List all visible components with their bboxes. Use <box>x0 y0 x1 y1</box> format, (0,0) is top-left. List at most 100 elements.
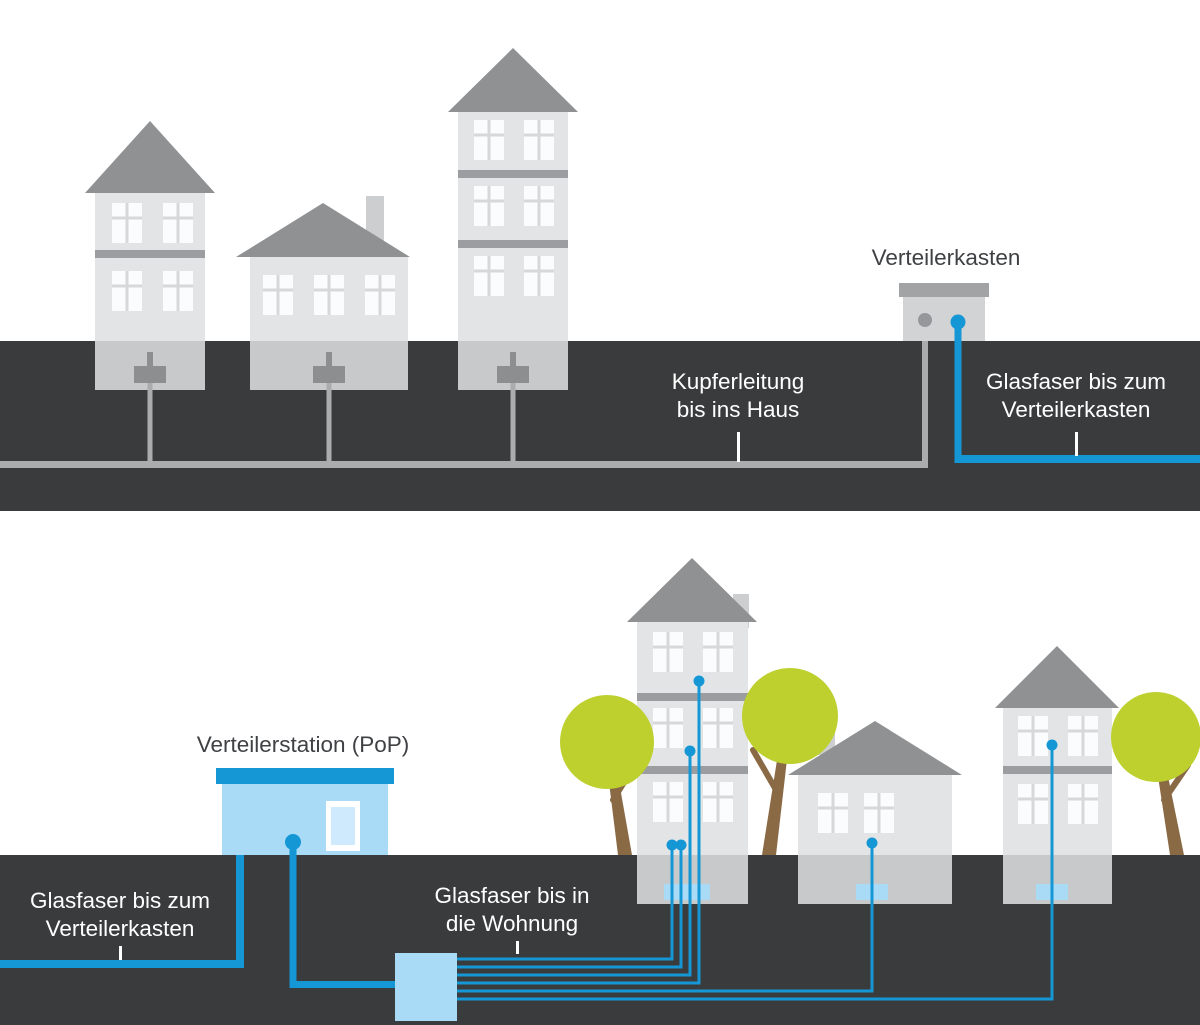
top-panel: Verteilerkasten Kupferleitung bis ins Ha… <box>0 48 1200 511</box>
fiber-node-dot <box>950 314 966 330</box>
copper-connector-middle <box>313 352 345 468</box>
connector-stem <box>510 352 516 368</box>
fiber-home-lines <box>457 675 1058 1001</box>
fiber-label-line1: Glasfaser bis zum <box>986 369 1166 394</box>
window <box>163 271 193 311</box>
fiber-label-tick <box>1075 432 1078 456</box>
copper-drop <box>147 383 153 468</box>
roof <box>85 121 215 193</box>
window <box>653 632 683 672</box>
window <box>474 120 504 160</box>
window <box>112 203 142 243</box>
window <box>524 120 554 160</box>
fiber-line-middle-house <box>457 843 874 993</box>
pop-label: Verteilerstation (PoP) <box>197 732 410 757</box>
copper-label-line1: Kupferleitung <box>672 369 805 394</box>
window <box>703 632 733 672</box>
roof <box>448 48 578 112</box>
house-bottom-tall <box>627 558 757 855</box>
copper-connector-left <box>134 352 166 468</box>
window <box>703 708 733 748</box>
floor-divider <box>1003 766 1112 774</box>
fiber-pop-drop <box>289 842 297 988</box>
fiber-line-flat4 <box>457 681 701 985</box>
tree-crown <box>742 668 838 764</box>
window <box>653 708 683 748</box>
window <box>524 256 554 296</box>
pop-door-panel <box>331 807 355 845</box>
fiber-line-flat2 <box>457 845 683 969</box>
copper-label-line2: bis ins Haus <box>677 397 800 422</box>
copper-label-tick <box>737 432 740 462</box>
tree-crown <box>1111 692 1200 782</box>
fiber-riser <box>954 322 962 462</box>
home-fiber-label-line1: Glasfaser bis in <box>434 883 589 908</box>
fiber-endpoint-dot <box>1046 739 1058 751</box>
fiber-line-flat1 <box>457 845 674 961</box>
tree-left <box>560 695 654 855</box>
house-top-middle <box>236 196 410 341</box>
window <box>365 275 395 315</box>
roof <box>236 203 410 257</box>
cabinet-body <box>903 297 985 341</box>
home-fiber-label-line2: die Wohnung <box>446 911 578 936</box>
fiber-label-line2: Verteilerkasten <box>1002 397 1151 422</box>
fiber-splitter-box <box>395 953 457 1021</box>
bottom-panel: Verteilerstation (PoP) Glasfaser bis zum… <box>0 558 1200 1025</box>
copper-connector-tall <box>497 352 529 468</box>
window <box>263 275 293 315</box>
window <box>1018 784 1048 824</box>
copper-drop <box>326 383 332 468</box>
distribution-cabinet <box>899 283 989 462</box>
window <box>1018 716 1048 756</box>
window <box>1068 716 1098 756</box>
home-fiber-label-tick <box>516 941 519 954</box>
tree-middle <box>742 668 838 855</box>
house-top-left <box>85 121 215 341</box>
incoming-fiber-label-line1: Glasfaser bis zum <box>30 888 210 913</box>
house-top-tall <box>448 48 578 341</box>
cabinet-top <box>899 283 989 297</box>
incoming-fiber-label-tick <box>119 946 122 960</box>
fiber-incoming-line <box>0 960 244 968</box>
chimney <box>366 196 384 241</box>
house-bottom-right <box>995 646 1119 855</box>
cabinet-label: Verteilerkasten <box>872 245 1021 270</box>
copper-node-dot <box>918 313 932 327</box>
window <box>653 782 683 822</box>
window <box>818 793 848 833</box>
fiber-endpoint-dot <box>666 839 678 851</box>
fiber-line-flat3 <box>457 751 692 977</box>
pop-station <box>216 768 394 855</box>
floor-divider <box>637 693 748 701</box>
connector-box <box>497 366 529 383</box>
fiber-endpoint-dot <box>684 745 696 757</box>
floor-divider <box>458 240 568 248</box>
fiber-pop-feed <box>289 981 396 988</box>
connector-stem <box>326 352 332 368</box>
window <box>112 271 142 311</box>
fiber-main-line-top <box>954 455 1200 463</box>
connector-box <box>134 366 166 383</box>
floor-divider <box>637 766 748 774</box>
fiber-endpoint-dot <box>866 837 878 849</box>
roof <box>627 558 757 622</box>
fiber-endpoint-dot <box>693 675 705 687</box>
window <box>163 203 193 243</box>
window <box>864 793 894 833</box>
copper-drop <box>510 383 516 468</box>
connector-stem <box>147 352 153 368</box>
window <box>1068 784 1098 824</box>
floor-divider <box>458 170 568 178</box>
tree-branch <box>750 747 782 798</box>
copper-riser-cabinet <box>922 320 928 468</box>
roof <box>788 721 962 775</box>
floor-divider <box>95 250 205 258</box>
fiber-incoming-riser <box>236 855 244 968</box>
fiber-endpoint-dot <box>675 839 687 851</box>
pop-roof-stripe <box>216 768 394 784</box>
tree-right <box>1111 692 1200 855</box>
window <box>524 186 554 226</box>
copper-main-line <box>0 461 925 468</box>
